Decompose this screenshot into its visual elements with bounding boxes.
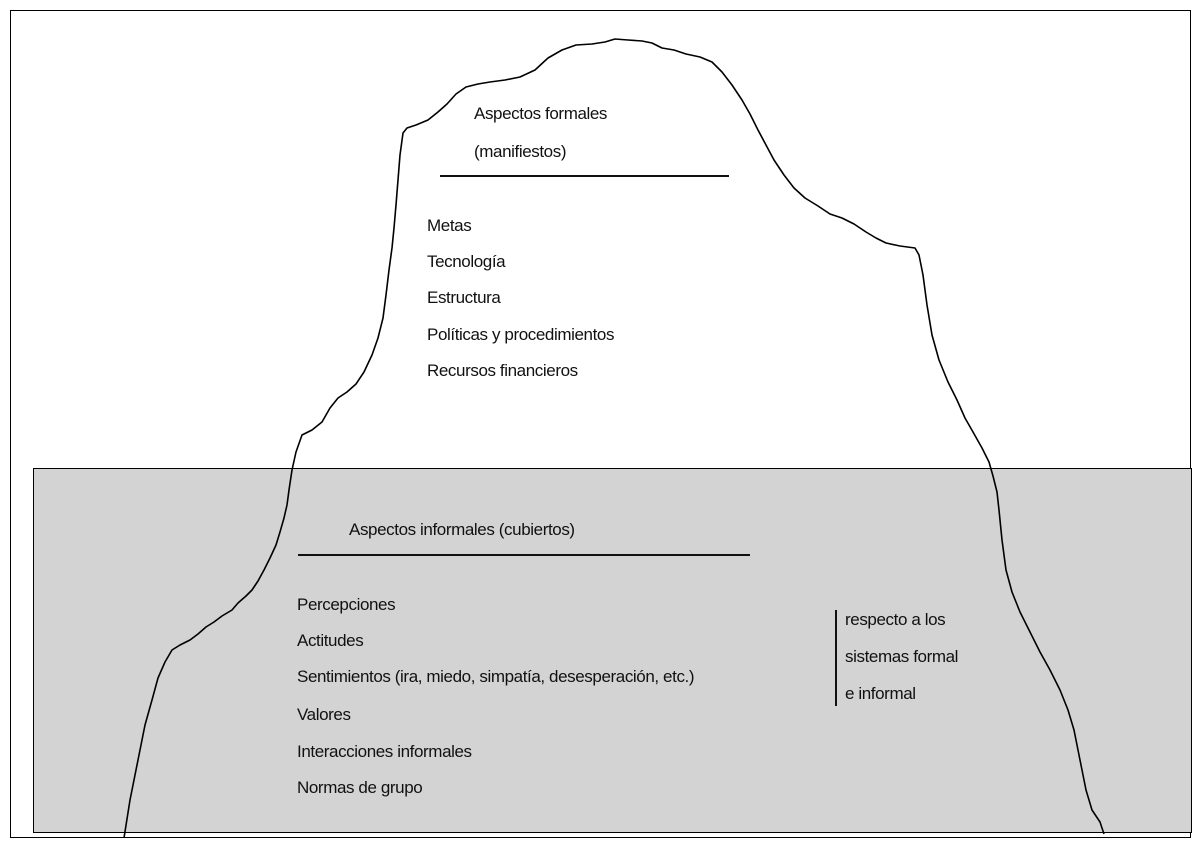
informal-item-interacciones: Interacciones informales bbox=[297, 742, 472, 761]
note-line2: sistemas formal bbox=[845, 647, 959, 666]
formal-underline bbox=[440, 175, 729, 177]
formal-item-metas: Metas bbox=[427, 216, 472, 235]
note-line3: e informal bbox=[845, 684, 916, 703]
diagram-frame bbox=[10, 10, 1191, 838]
informal-item-actitudes: Actitudes bbox=[297, 631, 364, 650]
formal-title-line1: Aspectos formales bbox=[474, 104, 608, 123]
informal-item-valores: Valores bbox=[297, 705, 351, 724]
iceberg-outline-path bbox=[123, 38, 1105, 839]
informal-item-percepciones: Percepciones bbox=[297, 595, 396, 614]
formal-title-line2: (manifiestos) bbox=[474, 142, 567, 161]
informal-item-normas: Normas de grupo bbox=[297, 778, 423, 797]
note-line1: respecto a los bbox=[845, 610, 946, 629]
formal-item-estructura: Estructura bbox=[427, 288, 501, 307]
informal-item-sentimientos: Sentimientos (ira, miedo, simpatía, dese… bbox=[297, 667, 695, 686]
formal-item-politicas: Políticas y procedimientos bbox=[427, 325, 615, 344]
formal-item-recursos: Recursos financieros bbox=[427, 361, 578, 380]
formal-item-tecnologia: Tecnología bbox=[427, 252, 506, 271]
note-bracket bbox=[835, 610, 837, 706]
informal-underline bbox=[298, 554, 750, 556]
informal-title: Aspectos informales (cubiertos) bbox=[349, 520, 575, 539]
water-region bbox=[33, 468, 1192, 833]
